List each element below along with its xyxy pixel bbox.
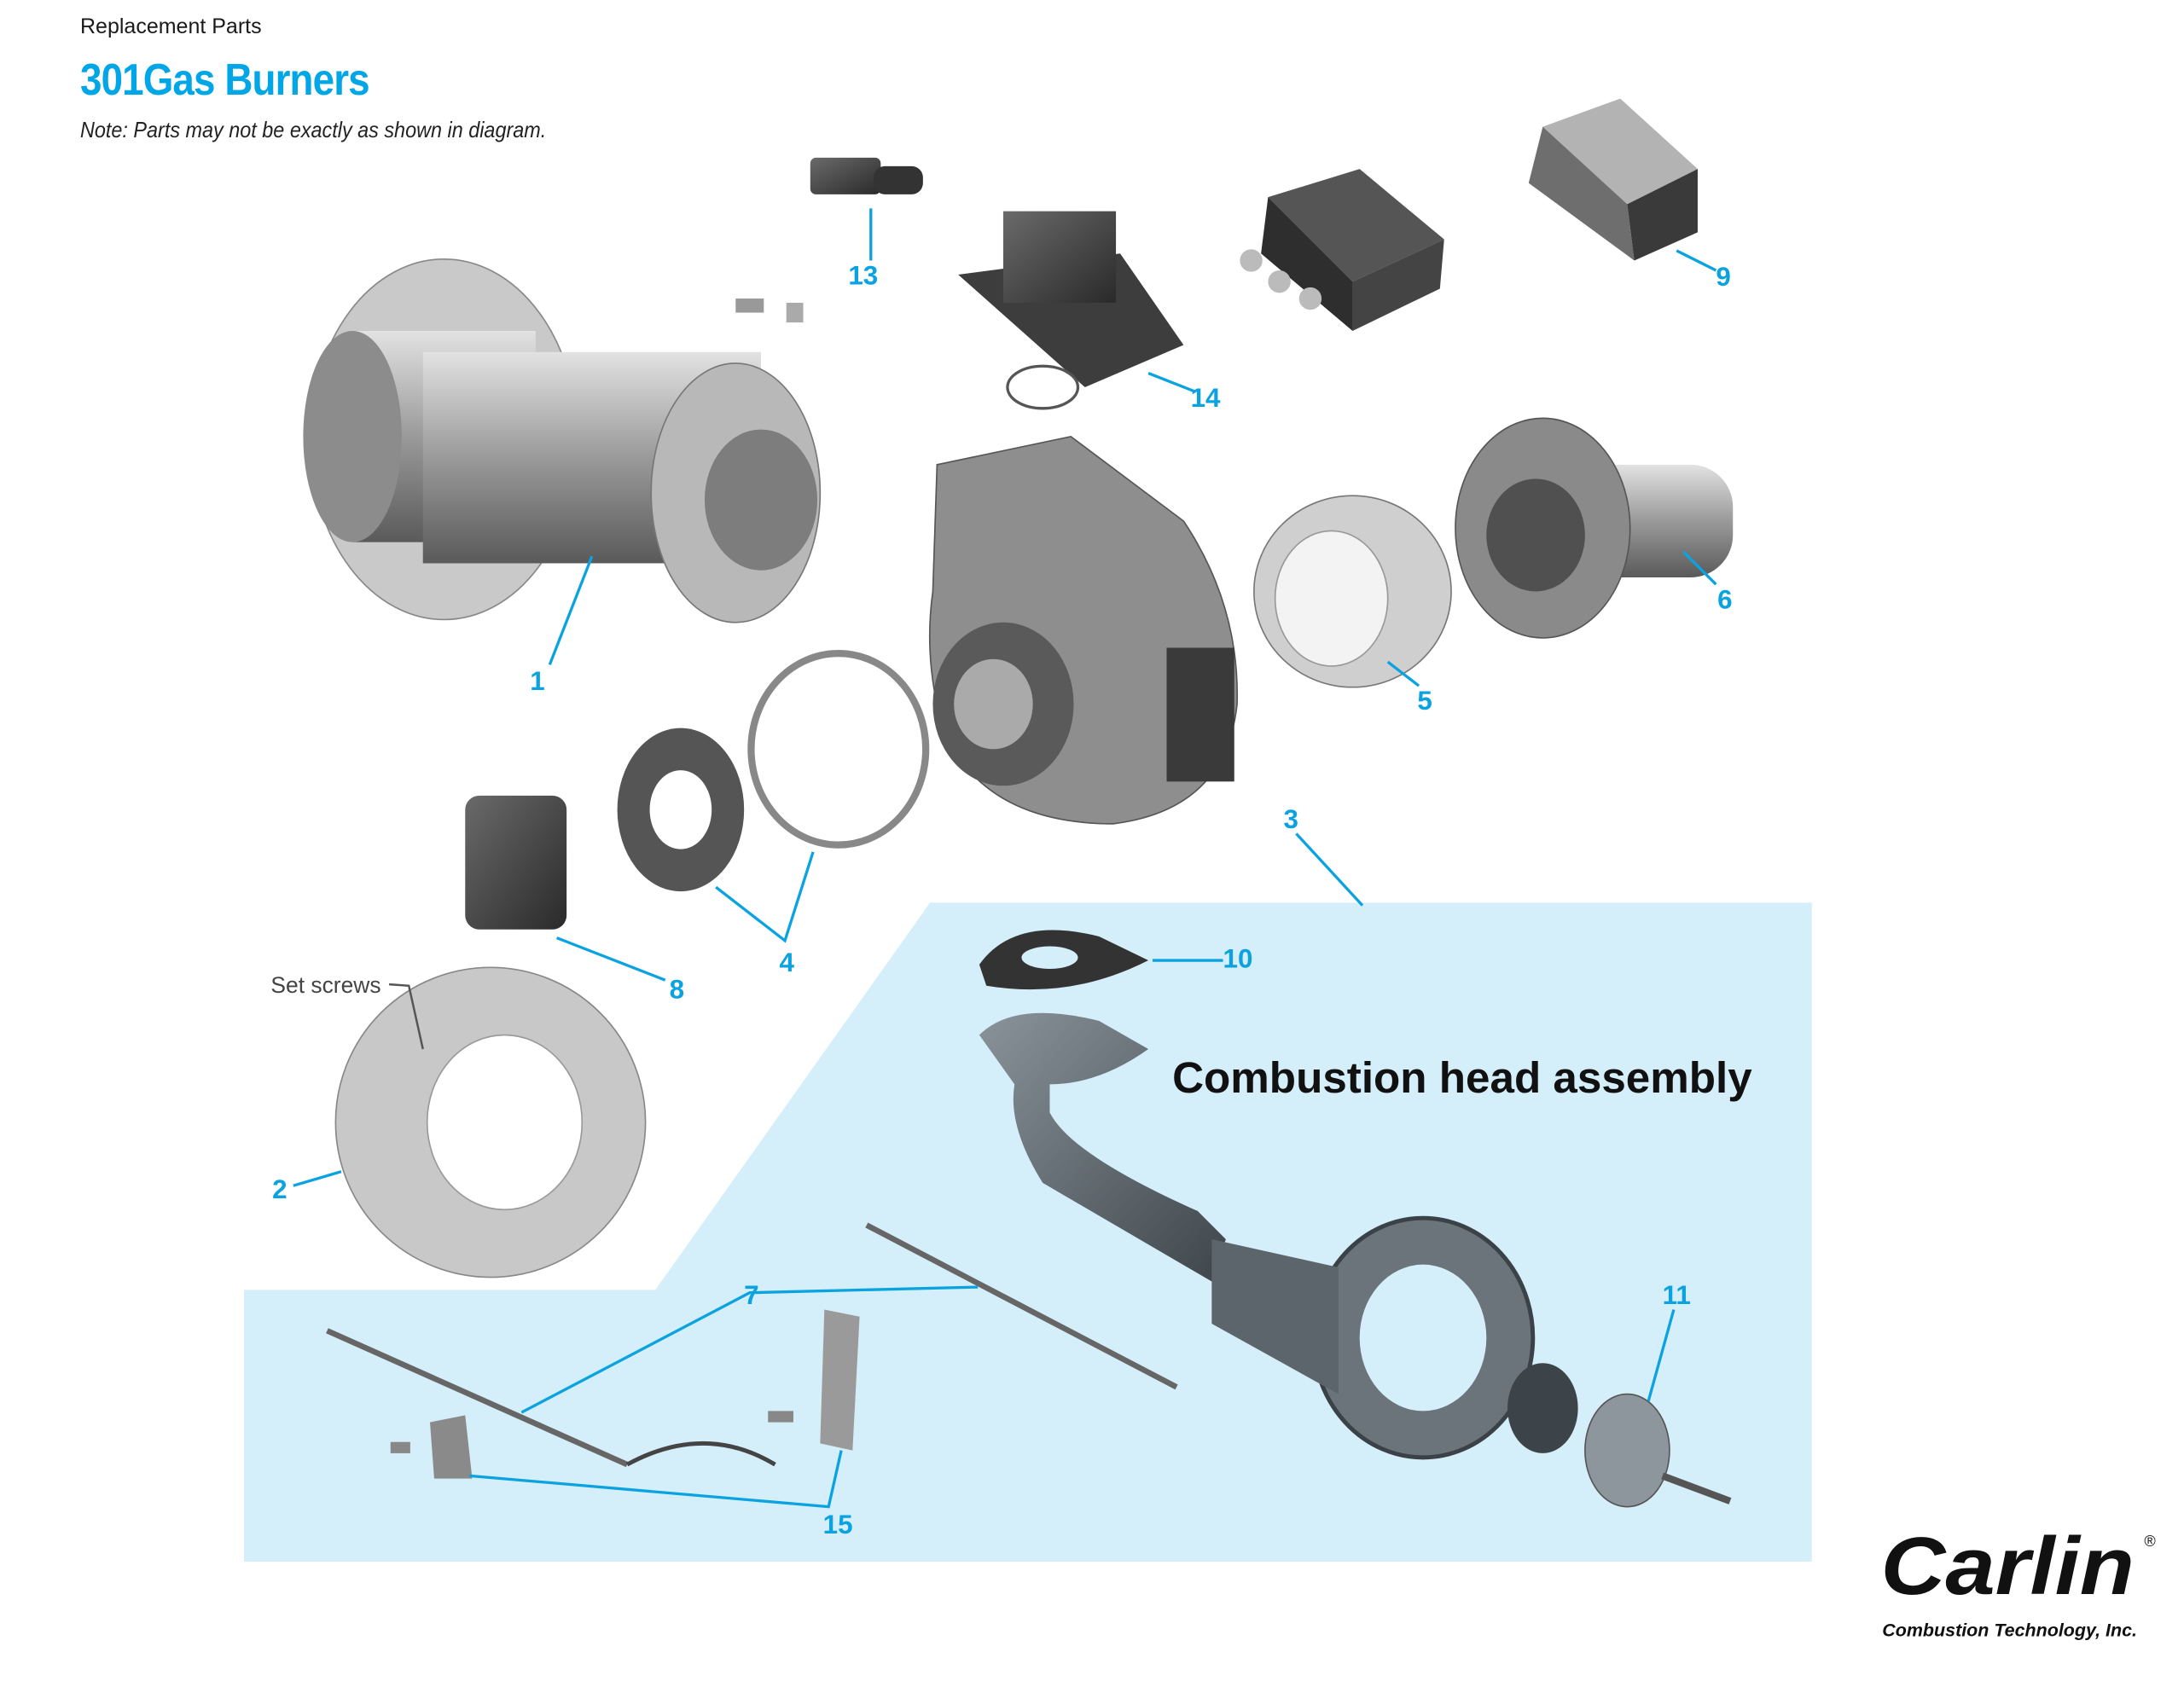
callout-5: 5: [1417, 686, 1432, 716]
section-label: Replacement Parts: [80, 14, 262, 38]
callout-13: 13: [848, 261, 878, 291]
part-15-brackets: [390, 1309, 860, 1479]
part-4-gasket-and-band: [617, 649, 930, 892]
callout-14: 14: [1191, 383, 1221, 413]
logo-registered: ®: [2144, 1533, 2156, 1550]
page-title: 301Gas Burners: [80, 55, 370, 105]
screw-nut-hardware: [735, 299, 804, 323]
callout-3: 3: [1284, 804, 1298, 834]
part-10-gasket: [979, 930, 1149, 990]
callout-2: 2: [272, 1174, 287, 1204]
part-6-motor: [1455, 417, 1734, 639]
set-screws-label: Set screws: [270, 972, 380, 998]
part-7-electrodes: [326, 1222, 1178, 1468]
junction-box: [1240, 169, 1444, 332]
logo-brand: Carlin: [1881, 1521, 2135, 1612]
logo-tagline: Combustion Technology, Inc.: [1882, 1620, 2137, 1641]
combustion-head: [979, 1012, 1732, 1508]
callout-11: 11: [1663, 1280, 1691, 1310]
callout-1: 1: [530, 666, 544, 696]
callout-7: 7: [744, 1280, 758, 1310]
assembly-label: Combustion head assembly: [1172, 1053, 1752, 1102]
part-2-mounting-flange: [334, 966, 647, 1278]
diagram-note: Note: Parts may not be exactly as shown …: [80, 117, 547, 142]
callout-10: 10: [1223, 943, 1253, 973]
part-14-ignitor: [958, 211, 1184, 410]
leader-lines: [293, 208, 1717, 1509]
part-8-cover: [465, 795, 567, 930]
part-3-burner-housing: [928, 435, 1239, 825]
callout-4: 4: [779, 948, 794, 977]
callout-8: 8: [670, 975, 684, 1005]
part-1-air-tube: [303, 258, 822, 623]
part-13-switch: [810, 157, 923, 194]
carlin-logo: Carlin ® Combustion Technology, Inc.: [1881, 1521, 2157, 1641]
callout-9: 9: [1716, 262, 1730, 292]
part-5-blower-wheel: [1253, 495, 1452, 688]
callout-6: 6: [1717, 584, 1732, 614]
callout-15: 15: [823, 1510, 853, 1539]
part-9-control: [1528, 98, 1698, 261]
